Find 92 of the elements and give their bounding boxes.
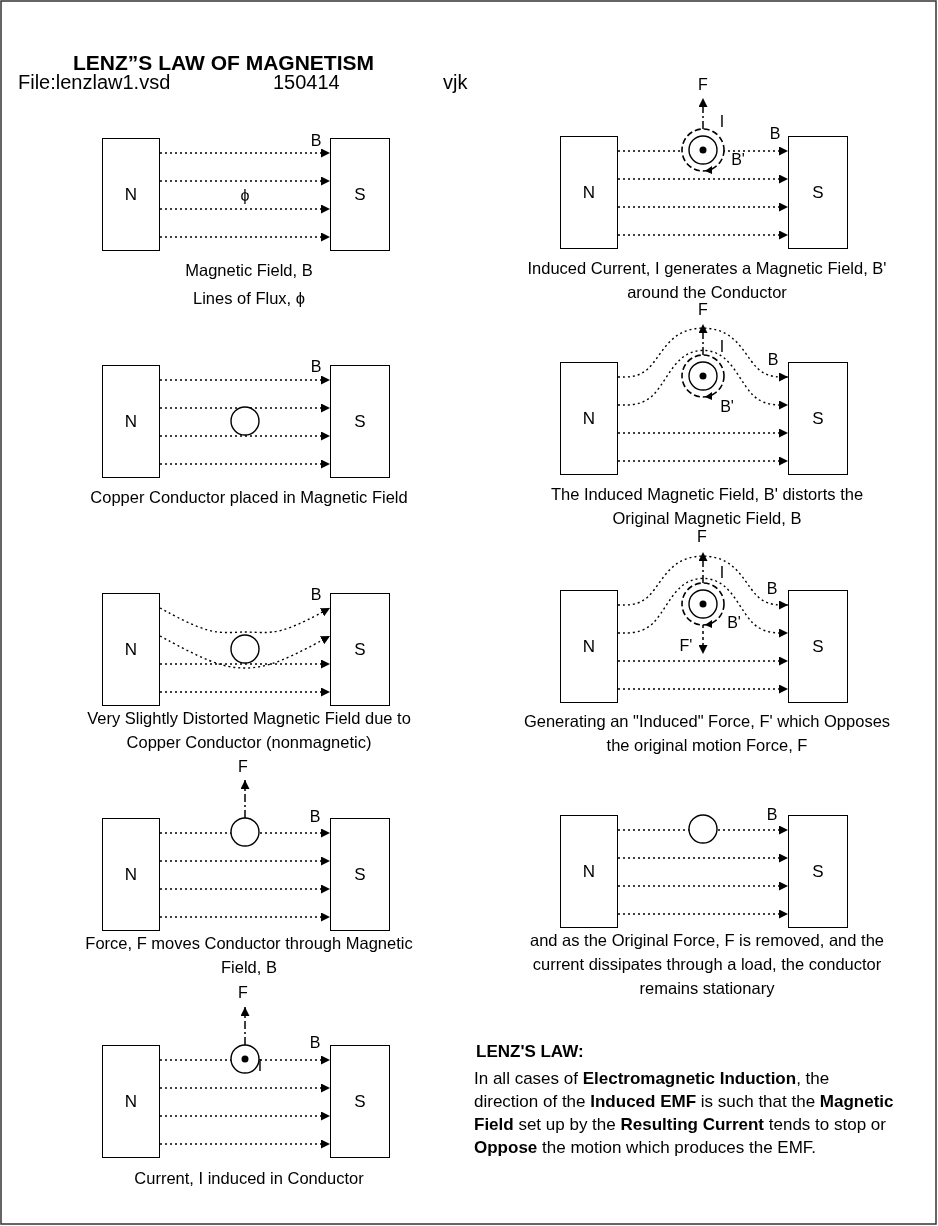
- caption: Very Slightly Distorted Magnetic Field due to Copper Conductor (nonmagnetic): [86, 708, 412, 753]
- symbol-label: B: [766, 580, 778, 598]
- flux-line: [159, 459, 331, 469]
- flux-line: [159, 912, 331, 922]
- caption: Magnetic Field, B: [184, 260, 314, 281]
- symbol-label: F: [697, 528, 707, 546]
- flux-line: [617, 456, 789, 466]
- caption: and as the Original Force, F is removed, and the current dissipates through a load, the conductor remains stationary: [529, 930, 885, 999]
- flux-line: [159, 148, 331, 158]
- flux-line: [159, 375, 331, 385]
- magnet-block: S: [788, 590, 848, 703]
- symbol-label: B: [766, 806, 778, 824]
- magnet-block: N: [102, 365, 160, 478]
- symbol-label: I: [257, 1057, 263, 1075]
- flux-line: [617, 428, 789, 438]
- symbol-label: B: [769, 125, 781, 143]
- flux-line: [159, 1139, 331, 1149]
- caption: Current, I induced in Conductor: [133, 1168, 365, 1189]
- flux-line: [159, 232, 331, 242]
- magnet-block: N: [102, 1045, 160, 1158]
- flux-line: [617, 174, 789, 184]
- author-initials: vjk: [443, 71, 468, 93]
- symbol-label: I: [719, 338, 725, 356]
- flux-line: [617, 577, 789, 638]
- symbol-label: B: [309, 808, 321, 826]
- symbol-label: ϕ: [240, 187, 250, 205]
- magnet-block: S: [330, 818, 390, 931]
- symbol-label: I: [719, 564, 725, 582]
- flux-line: [617, 881, 789, 891]
- flux-line: [159, 828, 331, 838]
- symbol-label: B: [310, 358, 322, 376]
- date-code: 150414: [273, 71, 340, 93]
- symbol-label: F: [238, 758, 248, 776]
- symbol-label: B: [767, 351, 779, 369]
- magnet-block: S: [330, 1045, 390, 1158]
- law-text: In all cases of Electromagnetic Induction, the direction of the Induced EMF is such that the Magnetic Field set up by the Resulting Current tends to stop or Oppose the motion which produces the EMF.: [474, 1068, 894, 1159]
- flux-line: [617, 909, 789, 919]
- flux-line: [617, 825, 789, 835]
- flux-line: [159, 884, 331, 894]
- caption: Force, F moves Conductor through Magnetic Field, B: [84, 933, 414, 978]
- symbol-label: I: [719, 113, 725, 131]
- symbol-label: B: [310, 586, 322, 604]
- magnet-block: N: [560, 590, 618, 703]
- flux-line: [617, 202, 789, 212]
- caption: The Induced Magnetic Field, B' distorts the Original Magnetic Field, B: [549, 484, 865, 529]
- flux-line: [617, 555, 789, 610]
- magnet-block: N: [102, 818, 160, 931]
- flux-line: [617, 656, 789, 666]
- symbol-label: F: [698, 301, 708, 319]
- symbol-label: F': [679, 637, 693, 655]
- magnet-block: S: [330, 365, 390, 478]
- magnet-block: S: [788, 136, 848, 249]
- caption: Copper Conductor placed in Magnetic Field: [89, 487, 409, 508]
- title: LENZ”S LAW OF MAGNETISM: [73, 51, 374, 74]
- magnet-block: S: [788, 362, 848, 475]
- flux-line: [617, 327, 789, 382]
- symbol-label: B': [727, 614, 741, 632]
- flux-line: [159, 176, 331, 186]
- caption: Generating an "Induced" Force, F' which Opposes the original motion Force, F: [522, 711, 892, 756]
- magnet-block: N: [560, 815, 618, 928]
- symbol-label: B': [731, 151, 745, 169]
- flux-line: [159, 403, 331, 413]
- flux-line: [159, 1083, 331, 1093]
- flux-line: [159, 659, 331, 669]
- magnet-block: S: [330, 593, 390, 706]
- flux-line: [159, 856, 331, 866]
- flux-line: [159, 1111, 331, 1121]
- magnet-block: S: [788, 815, 848, 928]
- flux-line: [617, 853, 789, 863]
- symbol-label: B': [720, 398, 734, 416]
- flux-line: [617, 349, 789, 410]
- caption: Induced Current, I generates a Magnetic Field, B' around the Conductor: [526, 258, 888, 303]
- magnet-block: N: [560, 136, 618, 249]
- flux-line: [159, 431, 331, 441]
- symbol-label: F: [238, 984, 248, 1002]
- magnet-block: N: [102, 593, 160, 706]
- flux-line: [159, 607, 331, 634]
- law-heading: LENZ'S LAW:: [476, 1043, 584, 1062]
- symbol-label: B: [309, 1034, 321, 1052]
- flux-line: [617, 684, 789, 694]
- caption: Lines of Flux, ϕ: [192, 288, 306, 309]
- flux-line: [159, 687, 331, 697]
- flux-line: [159, 1055, 331, 1065]
- symbol-label: B: [310, 132, 322, 150]
- flux-line: [159, 204, 331, 214]
- magnet-block: S: [330, 138, 390, 251]
- magnet-block: N: [102, 138, 160, 251]
- flux-line: [159, 635, 331, 669]
- symbol-label: F: [698, 76, 708, 94]
- file-name: File:lenzlaw1.vsd: [18, 71, 171, 93]
- flux-line: [617, 230, 789, 240]
- magnet-block: N: [560, 362, 618, 475]
